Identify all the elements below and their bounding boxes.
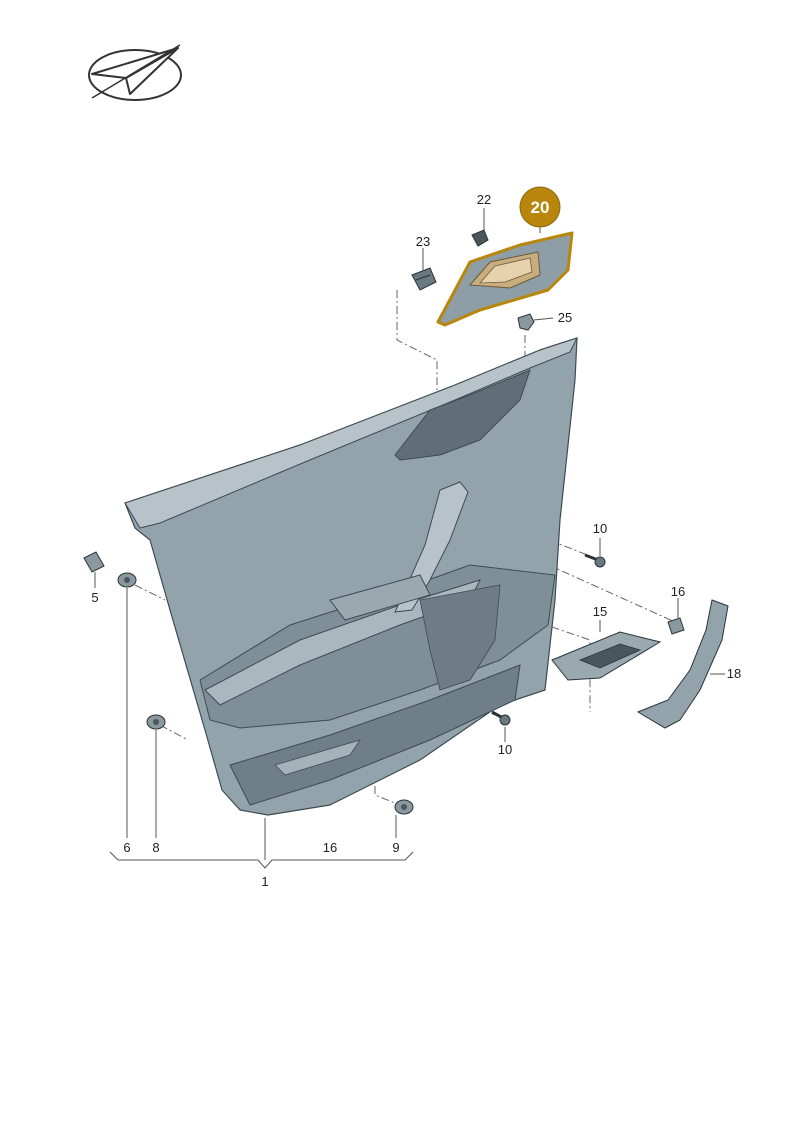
label-1: 1 <box>261 874 268 889</box>
label-5: 5 <box>91 590 98 605</box>
label-18: 18 <box>727 666 741 681</box>
clip-part-25 <box>517 313 535 331</box>
label-15: 15 <box>593 604 607 619</box>
label-25: 25 <box>558 310 572 325</box>
screw-part-10-lower <box>491 710 511 726</box>
label-20: 20 <box>531 198 550 217</box>
clip-part-23 <box>411 267 437 291</box>
clip-part-5 <box>83 551 105 573</box>
clip-part-16 <box>667 617 685 635</box>
label-22: 22 <box>477 192 491 207</box>
clip-part-8 <box>146 714 166 730</box>
label-8: 8 <box>152 840 159 855</box>
trim-strip-part-18 <box>636 599 729 729</box>
label-16-right: 16 <box>671 584 685 599</box>
highlight-badge-20: 20 <box>519 186 561 228</box>
clip-part-9 <box>394 799 414 815</box>
part-labels: 22 23 25 10 15 16 18 10 5 6 8 16 9 1 <box>91 192 741 889</box>
screw-part-10-upper <box>584 553 606 568</box>
clip-part-6 <box>117 572 137 588</box>
label-9: 9 <box>392 840 399 855</box>
label-10-lower: 10 <box>498 742 512 757</box>
door-trim-panel <box>124 337 578 816</box>
switch-bezel-part-15 <box>551 631 662 681</box>
label-23: 23 <box>416 234 430 249</box>
label-10-upper: 10 <box>593 521 607 536</box>
label-16-bottom: 16 <box>323 840 337 855</box>
clip-part-22 <box>471 229 489 247</box>
inner-door-handle-part-20 <box>436 231 574 327</box>
label-6: 6 <box>123 840 130 855</box>
paper-plane-logo-icon <box>88 44 182 101</box>
